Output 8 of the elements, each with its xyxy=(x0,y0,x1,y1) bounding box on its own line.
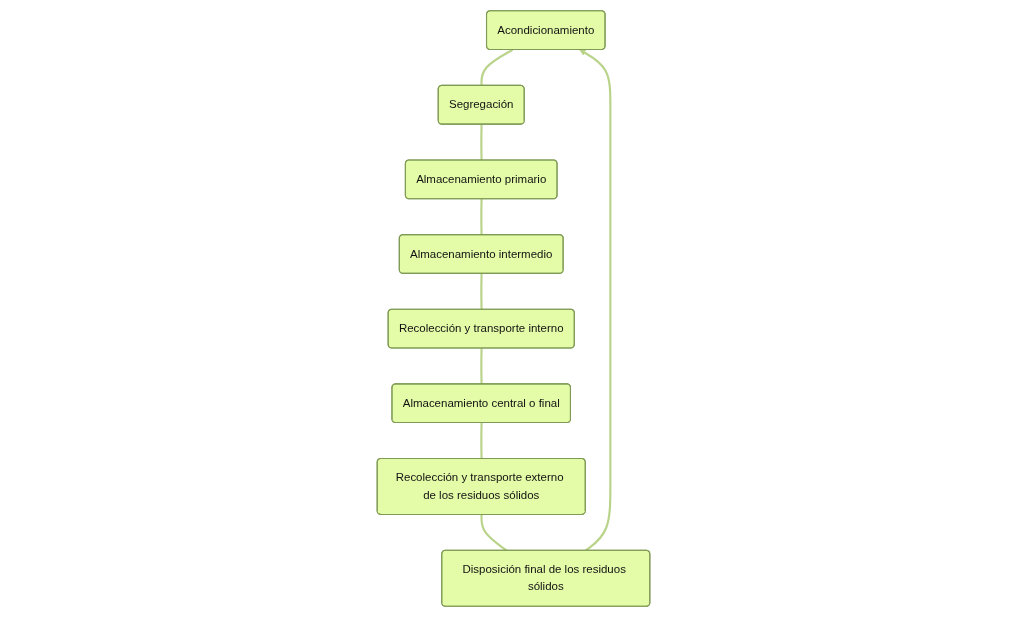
connector xyxy=(480,48,514,86)
connector xyxy=(480,514,508,552)
connector xyxy=(480,273,483,310)
connector xyxy=(480,422,483,459)
arrow xyxy=(579,49,612,552)
connector xyxy=(480,199,483,235)
connector xyxy=(480,124,483,161)
connector xyxy=(480,348,483,385)
